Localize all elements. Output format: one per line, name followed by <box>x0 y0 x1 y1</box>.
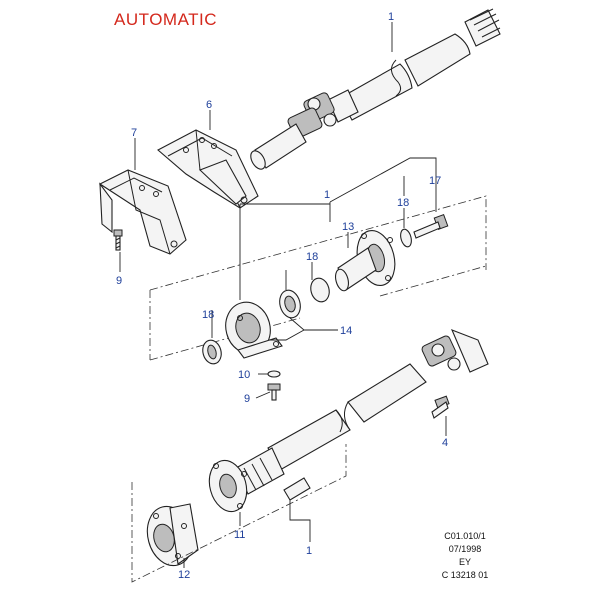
reference-code: C01.010/1 <box>444 531 486 541</box>
callout-7: 7 <box>131 127 137 139</box>
rear-flange-bolt <box>283 477 311 501</box>
center-bearing-frame <box>149 195 487 361</box>
callout-14: 14 <box>340 325 352 337</box>
callout-9-bottom: 9 <box>244 393 250 405</box>
callout-12: 12 <box>178 569 190 581</box>
front-propeller-shaft <box>250 8 501 170</box>
callout-11: 11 <box>234 529 245 541</box>
diagram-title: AUTOMATIC <box>114 10 218 29</box>
bolt-9-bottom <box>267 383 281 401</box>
callout-9-top: 9 <box>116 275 122 287</box>
washer-10 <box>267 370 281 378</box>
center-bearing-14 <box>225 301 283 359</box>
callout-13: 13 <box>342 221 354 233</box>
callout-1-assembly: 1 <box>324 189 330 201</box>
rear-propeller-shaft <box>208 329 489 513</box>
flange-13 <box>334 230 396 292</box>
bolt-9-top <box>113 229 123 251</box>
bolt-17 <box>413 214 449 239</box>
bracket-7 <box>98 169 187 255</box>
leader-lines <box>119 22 447 568</box>
washers-18 <box>202 228 412 365</box>
callout-17: 17 <box>429 175 441 187</box>
callout-1-top: 1 <box>388 11 394 23</box>
reference-date: 07/1998 <box>448 544 482 554</box>
callout-18-right: 18 <box>397 197 409 209</box>
callout-18-mid: 18 <box>306 251 318 263</box>
joint-12 <box>146 503 199 567</box>
callout-4: 4 <box>442 437 448 449</box>
lower-frame <box>131 444 347 583</box>
callout-18-left: 18 <box>202 309 214 321</box>
callout-6: 6 <box>206 99 212 111</box>
reference-series: EY <box>458 557 471 567</box>
callout-10: 10 <box>238 369 250 381</box>
callout-1-bottom: 1 <box>306 545 312 557</box>
callout-numbers: 1 6 7 9 1 17 18 13 18 18 14 10 9 4 11 1 … <box>116 11 448 581</box>
bolt-4 <box>431 395 450 419</box>
reference-drawing-number: C 13218 01 <box>441 570 489 580</box>
bracket-6 <box>157 129 259 209</box>
